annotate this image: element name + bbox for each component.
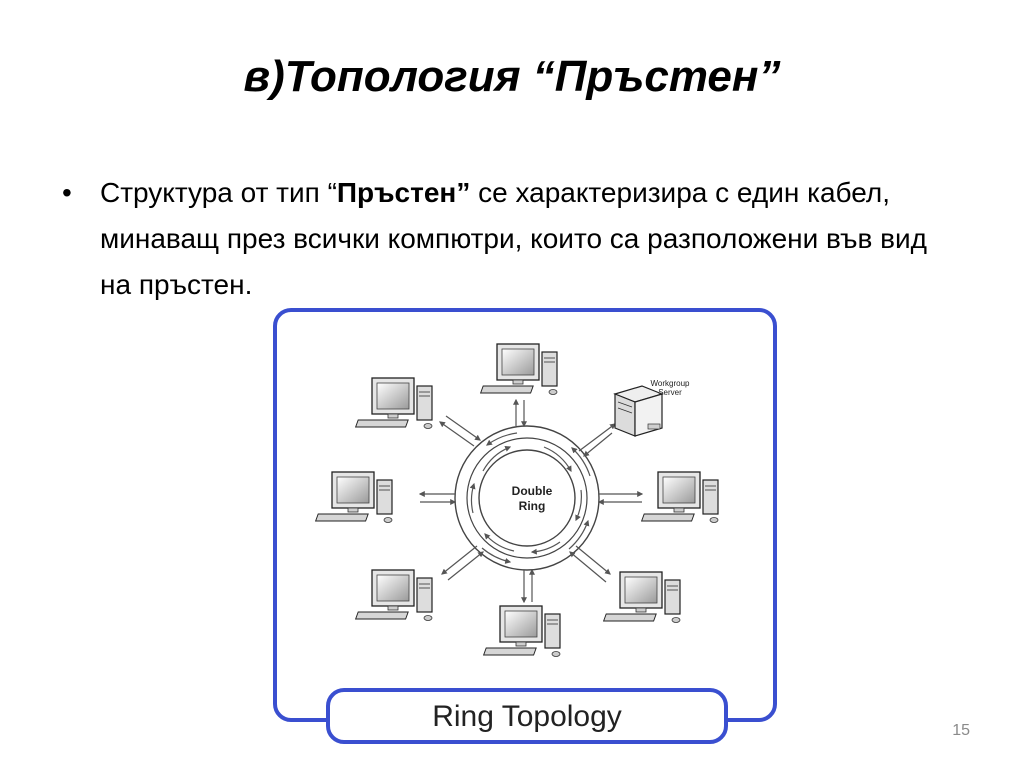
ring-topology-diagram: Ring Topology Double Ring (273, 308, 777, 744)
bullet-text-start: Структура от тип “ (100, 177, 337, 208)
server-label-line2: Server (658, 388, 682, 397)
caption-text: Ring Topology (432, 700, 622, 733)
bullet-text: Структура от тип “Пръстен” се характериз… (100, 170, 960, 308)
bullet-text-bold: Пръстен” (336, 177, 471, 208)
slide-number: 15 (952, 722, 970, 739)
caption-box (326, 688, 728, 744)
center-label-line1: Double (512, 484, 553, 498)
center-label-line2: Ring (519, 499, 546, 513)
middle-ring (466, 437, 588, 559)
spoke-connections (418, 398, 644, 604)
bullet-text-end: се характеризира с един кабел, минаващ п… (100, 177, 927, 300)
inner-ring (478, 449, 576, 547)
server-icon (613, 385, 664, 437)
ring-direction-arrows (469, 432, 591, 564)
slide-title: в)Топология “Пръстен” (243, 52, 781, 101)
bullet-dot: • (62, 177, 72, 208)
server-label-line1: Workgroup (651, 379, 691, 388)
outer-ring (454, 425, 600, 571)
